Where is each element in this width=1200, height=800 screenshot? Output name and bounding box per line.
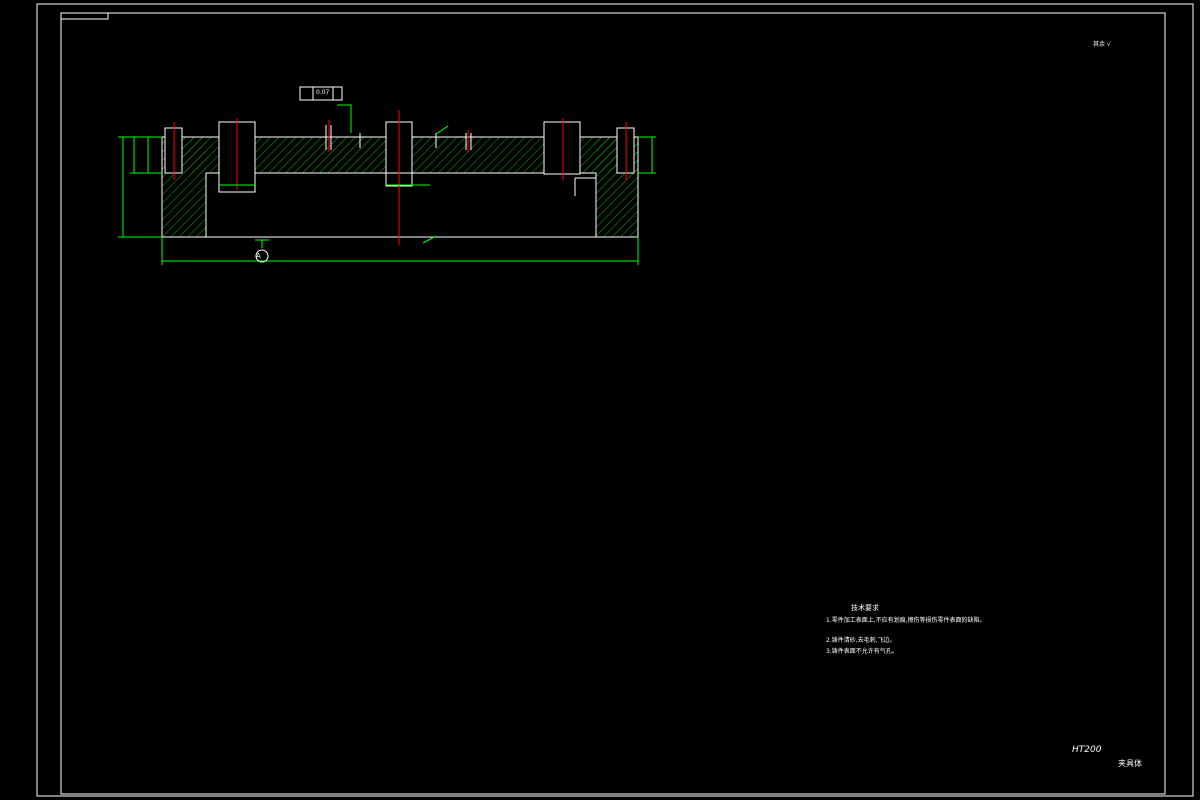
drawing-frame xyxy=(36,3,1194,797)
datum-label: A xyxy=(256,252,261,260)
requirement-line-2: 2.铸件清砂,去毛刺,飞边。 xyxy=(826,637,896,644)
technical-requirements-title: 技术要求 xyxy=(851,604,879,612)
front-section-view xyxy=(118,86,656,265)
requirement-line-1: 1.零件加工表面上,不应有划痕,擦伤等损伤零件表面的缺陷。 xyxy=(826,617,986,624)
requirement-line-3: 3.铸件表面不允许有气孔。 xyxy=(826,648,898,655)
part-name-label: 夹具体 xyxy=(1118,759,1142,768)
roughness-note: 其余 √ xyxy=(1093,41,1111,48)
tolerance-value: 0.07 xyxy=(316,89,330,96)
material-label: HT200 xyxy=(1072,745,1102,755)
